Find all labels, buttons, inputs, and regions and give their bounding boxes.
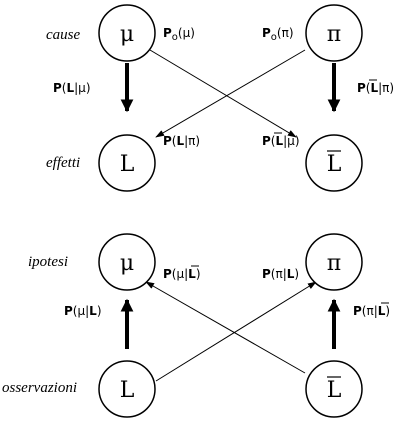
- node-mu-cause: μ: [98, 4, 156, 62]
- prob-pi-given-Lbar: P(π|L): [353, 304, 390, 318]
- prob-p0-mu: Po(μ): [163, 26, 195, 43]
- node-mu-cause-text: μ: [120, 22, 134, 47]
- node-L-osservazioni: L: [98, 360, 156, 418]
- node-mu-ipotesi: μ: [98, 233, 156, 291]
- node-L-effetti: L: [98, 134, 156, 192]
- node-mu-ipotesi-text: μ: [120, 251, 134, 276]
- node-pi-ipotesi-text: π: [327, 251, 341, 276]
- prob-L-given-pi: P(L|π): [163, 134, 200, 148]
- node-pi-cause-text: π: [327, 22, 341, 47]
- prob-pi-given-L: P(π|L): [262, 267, 299, 281]
- prob-Lbar-given-mu: P(L|μ): [262, 134, 300, 148]
- node-Lbar-osservazioni-text: L: [327, 378, 342, 403]
- prob-mu-given-L: P(μ|L): [64, 304, 102, 318]
- node-Lbar-osservazioni: L: [305, 360, 363, 418]
- prob-p0-pi: Po(π): [262, 26, 294, 43]
- node-Lbar-effetti-text: L: [327, 152, 342, 177]
- prob-Lbar-given-pi: P(L|π): [357, 81, 394, 95]
- prob-L-given-mu: P(L|μ): [53, 81, 91, 95]
- node-L-osservazioni-text: L: [120, 378, 135, 403]
- edge-pi-to-L: [155, 49, 306, 138]
- label-ipotesi: ipotesi: [28, 254, 68, 270]
- label-effetti: effetti: [46, 155, 80, 171]
- label-osservazioni: osservazioni: [2, 380, 77, 396]
- label-cause: cause: [46, 27, 80, 43]
- node-L-effetti-text: L: [120, 152, 135, 177]
- node-pi-ipotesi: π: [305, 233, 363, 291]
- prob-mu-given-Lbar: P(μ|L): [163, 267, 201, 281]
- node-Lbar-effetti: L: [305, 134, 363, 192]
- edge-mu-to-Lbar: [149, 49, 297, 138]
- edge-L-to-pi: [155, 281, 317, 382]
- node-pi-cause: π: [305, 4, 363, 62]
- edge-Lbar-to-mu: [145, 281, 306, 374]
